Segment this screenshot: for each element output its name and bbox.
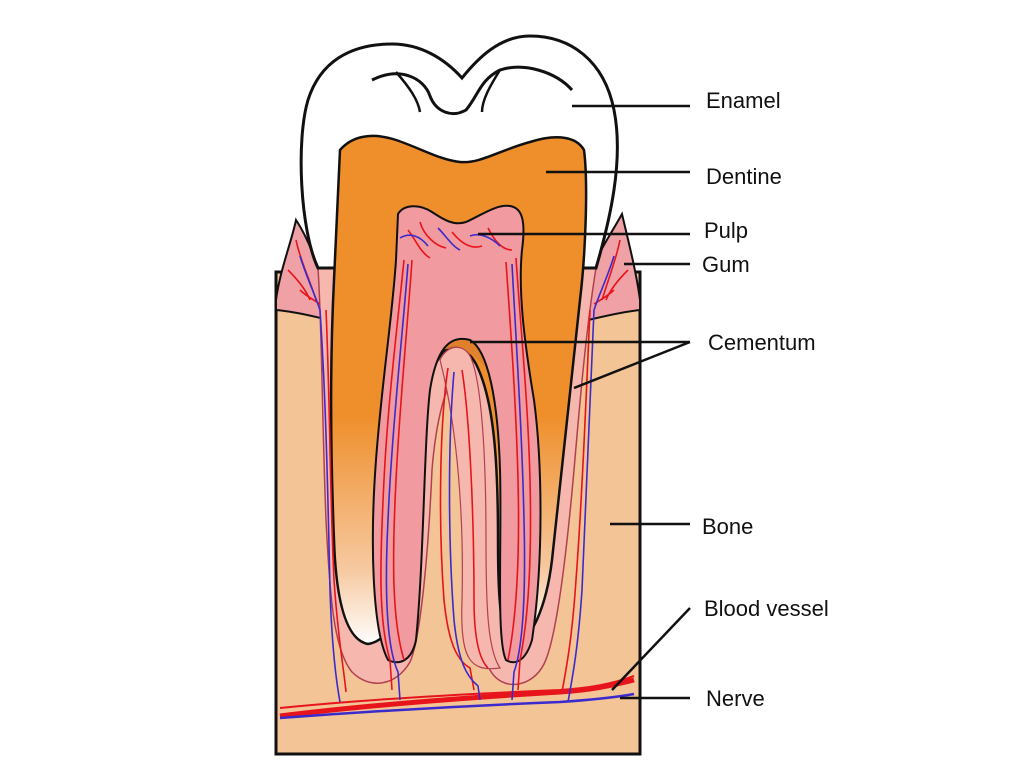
pulp-chamber (371, 204, 542, 670)
label-gum: Gum (702, 252, 750, 277)
nerves (279, 227, 635, 720)
blood-vessels (279, 221, 635, 719)
label-nerve: Nerve (706, 686, 765, 711)
label-dentine: Dentine (706, 164, 782, 189)
label-blood-vessel: Blood vessel (704, 596, 829, 621)
label-pulp: Pulp (704, 218, 749, 243)
label-enamel: Enamel (706, 88, 781, 113)
leader-lines (470, 104, 691, 700)
label-cementum: Cementum (708, 330, 816, 355)
label-bone: Bone (702, 514, 754, 539)
cementum-leader-2 (573, 340, 691, 390)
blood-vessel-leader (611, 607, 691, 691)
